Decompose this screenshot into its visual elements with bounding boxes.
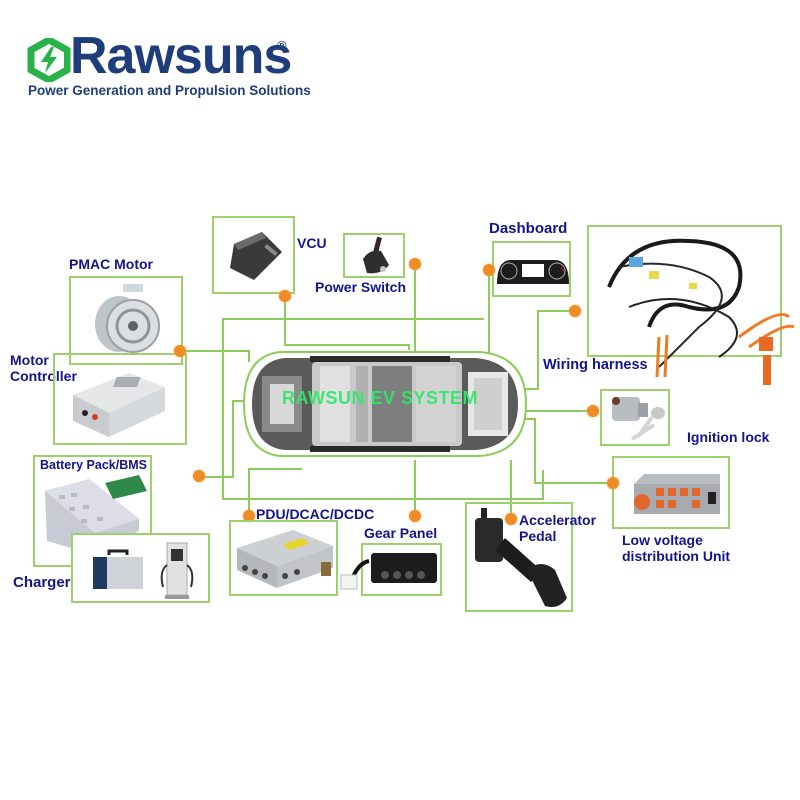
distribution-box-icon bbox=[634, 474, 720, 514]
rawsuns-hexagon-bolt-icon bbox=[27, 38, 71, 82]
node-dot-accelerator bbox=[505, 513, 517, 525]
controller-box-icon bbox=[73, 373, 165, 437]
component-ignition-lock[interactable] bbox=[600, 389, 670, 446]
label-vcu: VCU bbox=[297, 235, 327, 251]
brand-name: Rawsuns bbox=[70, 27, 292, 85]
label-dashboard: Dashboard bbox=[489, 220, 568, 237]
label-pmac-motor: PMAC Motor bbox=[69, 256, 153, 272]
label-power-switch: Power Switch bbox=[315, 279, 407, 295]
wiring-harness-icon bbox=[607, 238, 795, 385]
label-motor-controller-line1: Motor bbox=[10, 352, 49, 368]
label-low-voltage-line2: distribution Unit bbox=[622, 548, 731, 565]
label-wiring-harness: Wiring harness bbox=[543, 357, 648, 373]
label-motor-controller-line2: Controller bbox=[10, 368, 77, 385]
node-dot-battery bbox=[193, 470, 205, 482]
component-charger[interactable] bbox=[71, 533, 210, 603]
power-distribution-unit-icon bbox=[237, 530, 333, 588]
component-wiring-harness[interactable] bbox=[587, 225, 795, 385]
node-dot-wiring-harness bbox=[569, 305, 581, 317]
component-motor-controller[interactable] bbox=[53, 353, 187, 445]
gear-selector-icon bbox=[340, 553, 437, 590]
label-ignition-lock: Ignition lock bbox=[687, 429, 770, 445]
node-dot-pdu bbox=[243, 510, 255, 522]
charging-station-icon bbox=[160, 542, 194, 599]
label-charger: Charger bbox=[13, 574, 71, 591]
ev-chassis-image bbox=[240, 348, 530, 460]
node-dot-vcu bbox=[279, 290, 291, 302]
brand-tagline: Power Generation and Propulsion Solution… bbox=[28, 83, 311, 98]
component-dashboard[interactable] bbox=[492, 241, 571, 297]
registered-mark: ® bbox=[277, 38, 287, 53]
label-low-voltage-unit: Low voltage distribution Unit bbox=[622, 532, 730, 564]
label-pdu: PDU/DCAC/DCDC bbox=[256, 506, 375, 522]
pedal-icon bbox=[475, 508, 567, 607]
component-pdu[interactable] bbox=[229, 520, 338, 596]
label-accelerator-line1: Accelerator bbox=[519, 512, 597, 528]
label-low-voltage-line1: Low voltage bbox=[622, 532, 703, 548]
node-dot-ignition bbox=[587, 405, 599, 417]
node-dot-motor bbox=[174, 345, 186, 357]
label-battery-pack: Battery Pack/BMS bbox=[40, 458, 147, 472]
car-chassis-icon bbox=[242, 351, 528, 457]
label-motor-controller: Motor Controller bbox=[10, 352, 77, 384]
component-vcu[interactable] bbox=[212, 216, 295, 294]
component-accelerator-pedal[interactable] bbox=[465, 502, 573, 612]
component-pmac-motor[interactable] bbox=[69, 276, 183, 365]
node-dot-gear-panel bbox=[409, 510, 421, 522]
ecu-module-icon bbox=[230, 232, 282, 280]
ev-system-title: RAWSUN EV SYSTEM bbox=[282, 388, 479, 408]
portable-charger-icon bbox=[93, 549, 143, 589]
label-gear-panel: Gear Panel bbox=[364, 525, 438, 541]
component-power-switch[interactable] bbox=[343, 233, 405, 278]
electric-motor-icon bbox=[95, 284, 160, 353]
node-dot-dashboard bbox=[483, 264, 495, 276]
component-low-voltage-unit[interactable] bbox=[612, 456, 730, 529]
key-lock-icon bbox=[612, 397, 665, 441]
node-dot-low-voltage bbox=[607, 477, 619, 489]
joystick-switch-icon bbox=[363, 236, 389, 274]
instrument-cluster-icon bbox=[497, 260, 569, 284]
label-accelerator-pedal: Accelerator Pedal bbox=[519, 512, 596, 544]
node-dot-power-switch bbox=[409, 258, 421, 270]
label-accelerator-line2: Pedal bbox=[519, 528, 557, 545]
component-gear-panel[interactable] bbox=[340, 543, 442, 596]
